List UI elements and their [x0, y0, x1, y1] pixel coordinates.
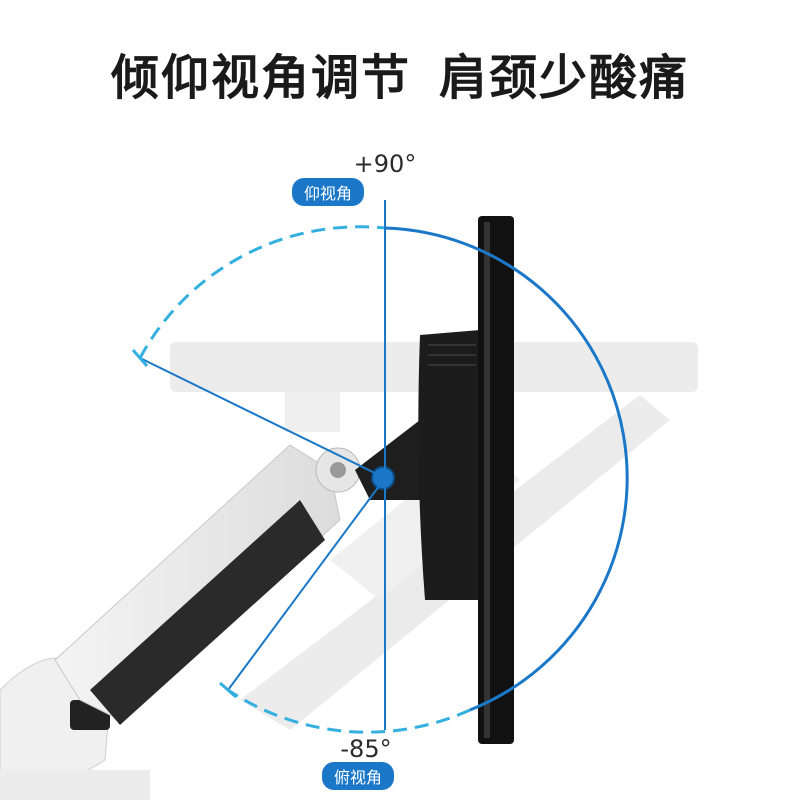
tilt-up-label: 仰视角 — [292, 178, 365, 206]
headline-part1: 倾仰视角调节 — [110, 50, 411, 106]
monitor-side — [418, 216, 514, 744]
tilt-down-angle: -85° — [340, 735, 392, 763]
angle-guides — [131, 200, 629, 734]
gas-spring-arm — [54, 444, 361, 725]
tilt-up-angle: +90° — [353, 150, 417, 178]
tilt-down-label: 俯视角 — [322, 762, 395, 790]
headline-part2: 肩颈少酸痛 — [439, 50, 690, 106]
headline: 倾仰视角调节肩颈少酸痛 — [0, 38, 800, 108]
